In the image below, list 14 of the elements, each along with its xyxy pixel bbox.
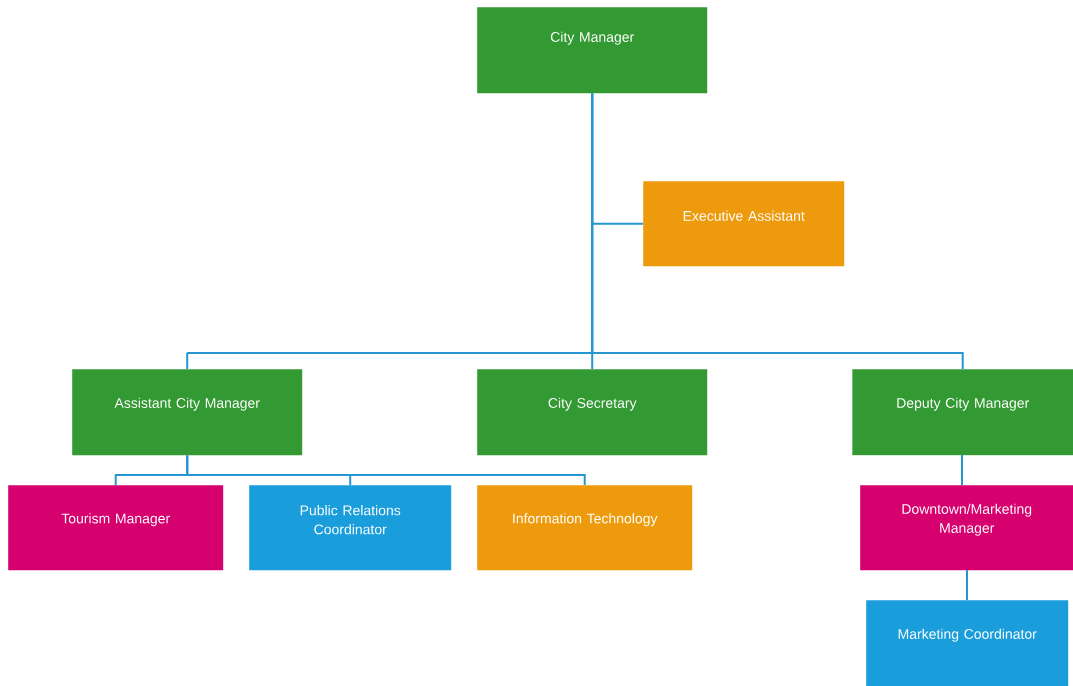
org-box: Assistant City Manager <box>72 369 303 456</box>
connector-line <box>591 92 964 370</box>
connector-line <box>961 454 963 486</box>
org-box: City Secretary <box>477 369 708 456</box>
org-box: Executive Assistant <box>643 181 845 267</box>
connector-line <box>186 454 586 486</box>
org-box: Public Relations Coordinator <box>249 485 452 571</box>
connector-line <box>966 569 968 601</box>
org-box: Downtown/Marketing Manager <box>860 485 1073 571</box>
org-box: Deputy City Manager <box>852 369 1073 456</box>
org-box: City Manager <box>477 7 708 94</box>
org-box: Marketing Coordinator <box>866 600 1069 686</box>
org-box: Tourism Manager <box>8 485 224 571</box>
org-box: Information Technology <box>477 485 693 571</box>
